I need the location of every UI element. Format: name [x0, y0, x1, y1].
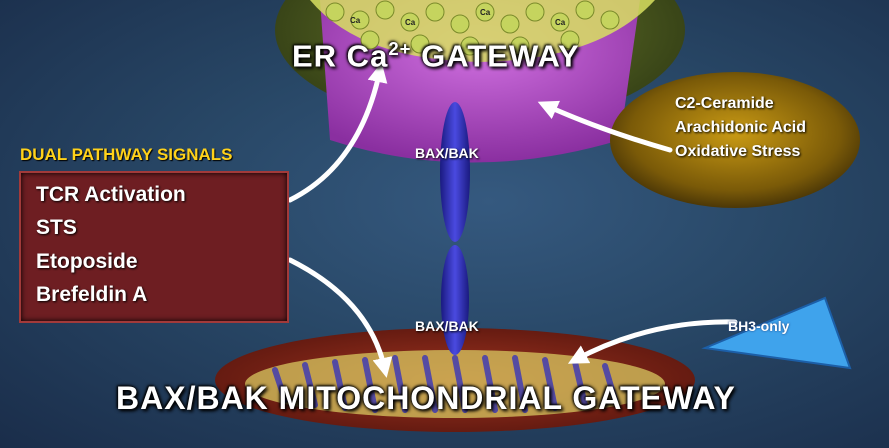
signal-item: TCR Activation	[36, 183, 186, 207]
stress-signal-item: Arachidonic Acid	[675, 119, 806, 137]
calcium-ion-label: Ca	[350, 16, 360, 25]
calcium-ion-label: Ca	[405, 18, 415, 27]
mitochondrial-gateway-title: BAX/BAK MITOCHONDRIAL GATEWAY	[116, 380, 736, 417]
bax-bak-label-mito: BAX/BAK	[415, 318, 479, 334]
dual-pathway-heading: DUAL PATHWAY SIGNALS	[20, 145, 233, 165]
bax-bak-channel-mito	[441, 245, 469, 355]
signal-item: Brefeldin A	[36, 283, 147, 307]
stress-signal-item: C2-Ceramide	[675, 95, 774, 113]
bax-bak-channel-er	[440, 102, 470, 242]
bax-bak-label-er: BAX/BAK	[415, 145, 479, 161]
calcium-ion-label: Ca	[480, 8, 490, 17]
bh3-only-label: BH3-only	[728, 318, 789, 334]
er-title-prefix: ER Ca	[292, 38, 388, 73]
signal-item: STS	[36, 216, 77, 240]
calcium-ion-label: Ca	[555, 18, 565, 27]
stress-oval	[610, 72, 860, 208]
signal-item: Etoposide	[36, 250, 138, 274]
er-title-suffix: GATEWAY	[412, 38, 580, 73]
er-gateway-title: ER Ca2+ GATEWAY	[292, 38, 580, 74]
stress-signal-item: Oxidative Stress	[675, 143, 800, 161]
er-title-superscript: 2+	[388, 38, 411, 59]
